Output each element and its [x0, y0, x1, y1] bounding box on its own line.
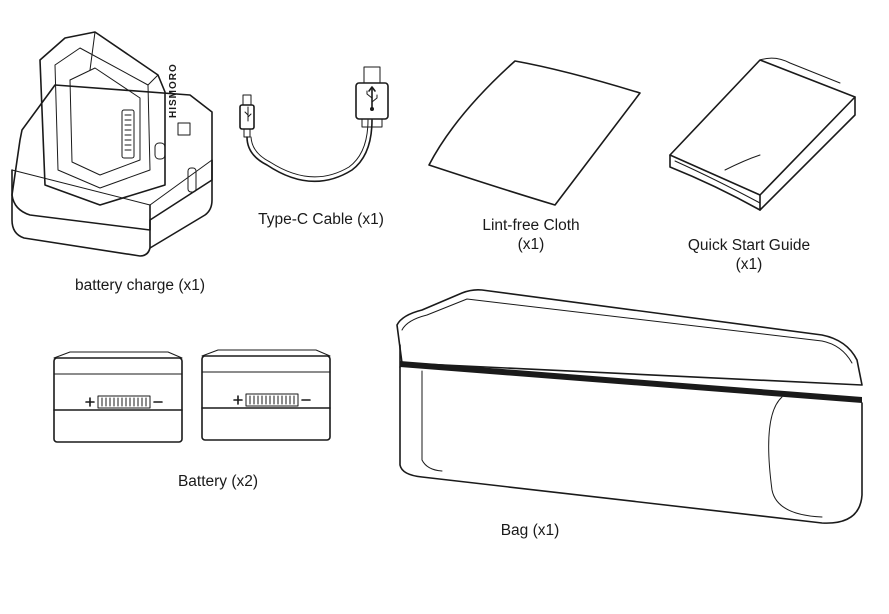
cable-illustration — [232, 65, 402, 200]
cloth-label-name: Lint-free Cloth — [482, 217, 580, 234]
battery-illustration-1 — [50, 350, 190, 450]
charger-label: battery charge (x1) — [74, 277, 206, 294]
battery-label: Battery (x2) — [177, 473, 259, 490]
battery-illustration-2 — [198, 348, 338, 448]
usb-icon — [364, 86, 380, 112]
guide-label: Quick Start Guide (x1) — [688, 236, 810, 274]
usb-icon-small — [243, 106, 253, 124]
bag-illustration — [382, 285, 867, 530]
charger-brand-mark: HISMORO — [168, 63, 179, 118]
cloth-label-qty: (x1) — [517, 236, 545, 253]
cloth-illustration — [425, 55, 645, 215]
battery-plus-icon — [85, 397, 95, 407]
cable-label: Type-C Cable (x1) — [258, 211, 384, 228]
guide-illustration — [665, 55, 870, 215]
bag-label: Bag (x1) — [500, 522, 560, 539]
charger-illustration — [0, 20, 230, 260]
cloth-label: Lint-free Cloth (x1) — [482, 216, 579, 254]
guide-label-name: Quick Start Guide — [687, 237, 811, 254]
guide-label-qty: (x1) — [735, 256, 763, 273]
